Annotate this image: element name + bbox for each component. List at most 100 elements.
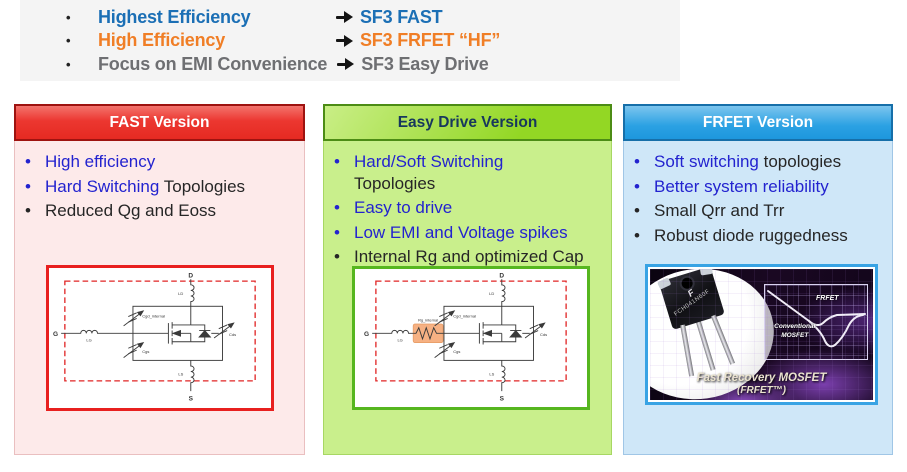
- cap-label-cds: Cds: [540, 332, 547, 337]
- inductor-label-ls: LS: [178, 371, 183, 376]
- cgd-capacitor: [434, 310, 456, 327]
- key-point-product: SF3 Easy Drive: [361, 53, 489, 74]
- terminal-label-source: S: [500, 395, 505, 402]
- image-caption: Fast Recovery MOSFET (FRFET™): [650, 372, 873, 396]
- bullet-item: • Better system reliability: [632, 176, 888, 198]
- arrow-icon: [336, 11, 353, 24]
- cap-label-cgd: Cgd_internal: [453, 313, 476, 318]
- parasitic-boundary-dashed: [375, 280, 567, 382]
- panel-fast-title: FAST Version: [14, 104, 305, 141]
- bullet-dot: •: [634, 152, 640, 171]
- bullet-dot: •: [66, 9, 71, 25]
- bullet-text: Reduced Qg and Eoss: [45, 201, 217, 220]
- bullet-dot: •: [66, 33, 71, 48]
- bullet-item: •Soft switching topologies: [632, 151, 888, 173]
- panel-frfet-version: FRFET Version •Soft switching topologies…: [623, 104, 893, 455]
- circuit-schematic-easy: D S G LD LS LG Rg_internal Cgd_internal …: [364, 272, 567, 402]
- bullet-dot: •: [634, 176, 640, 196]
- panel-fast-version: FAST Version • High efficiency • Hard Switc…: [14, 104, 305, 455]
- circuit-schematic-fast: D S G LD LS LG Cgd_internal Cgs Cds: [53, 272, 256, 402]
- bullet-item: • Reduced Qg and Eoss: [23, 200, 300, 222]
- frfet-bullet-list: •Soft switching topologies•Better system…: [624, 151, 892, 246]
- key-point-product: SF3 FRFET “HF”: [360, 30, 501, 50]
- bullet-dot: •: [634, 201, 640, 220]
- cap-label-cds: Cds: [229, 332, 236, 337]
- key-point-label: Highest Efficiency: [98, 6, 251, 27]
- bullet-text: Better system reliability: [654, 176, 829, 196]
- bullet-item: • Internal Rg and optimized Cap: [332, 246, 607, 268]
- arrow-icon: [337, 58, 355, 71]
- fast-circuit-diagram: D S G LD LS LG Cgd_internal Cgs Cds: [46, 265, 274, 411]
- mosfet-symbol: [167, 322, 212, 345]
- cap-label-cgs: Cgs: [142, 349, 149, 354]
- key-point-label: Focus on EMI Convenience: [98, 53, 328, 74]
- frfet-photo-frame: F FCH041N60F FRFET Conventional MO: [645, 264, 878, 405]
- cap-label-cgs: Cgs: [453, 349, 460, 354]
- key-point-row: • High Efficiency SF3 FRFET “HF”: [66, 30, 680, 51]
- inductor-label-lg: LG: [397, 338, 402, 343]
- bullet-dot: •: [25, 201, 31, 220]
- cgs-capacitor: [123, 341, 145, 358]
- bullet-text: Hard/Soft Switching Topologies: [354, 152, 504, 193]
- inductor-label-lg: LG: [86, 338, 91, 343]
- mosfet-symbol: [478, 322, 523, 345]
- inductor-label-ld: LD: [489, 291, 494, 296]
- terminal-label-drain: D: [499, 272, 504, 279]
- bullet-item: • High efficiency: [23, 151, 300, 173]
- bullet-dot: •: [334, 222, 340, 242]
- bullet-item: • Easy to drive: [332, 197, 607, 219]
- bullet-item: •Low EMI and Voltage spikes: [332, 222, 607, 244]
- caption-line-1: Fast Recovery MOSFET: [696, 371, 827, 384]
- key-point-row: • Highest Efficiency SF3 FAST: [66, 7, 680, 28]
- bullet-item: • Hard/Soft Switching Topologies: [332, 151, 607, 194]
- inductor-label-ls: LS: [489, 371, 494, 376]
- cds-capacitor: [522, 322, 546, 339]
- key-point-row: • Focus on EMI Convenience SF3 Easy Drive: [66, 54, 680, 75]
- frfet-curve-label: FRFET: [816, 294, 839, 302]
- conventional-curve-label: Conventional MOSFET: [774, 323, 816, 339]
- conventional-mosfet-curve: [808, 314, 864, 348]
- bullet-item: • Robust diode ruggedness: [632, 225, 888, 247]
- drain-wire-inductor: [501, 279, 506, 325]
- package-leg: [695, 319, 716, 371]
- bullet-dot: •: [334, 247, 340, 266]
- bullet-dot: •: [334, 198, 340, 217]
- key-point-product: SF3 FAST: [360, 6, 443, 27]
- bullet-dot: •: [66, 56, 71, 72]
- source-wire-inductor: [501, 360, 506, 392]
- recovery-curves: [767, 290, 866, 348]
- gate-wire-inductor: [372, 329, 414, 334]
- bullet-dot: •: [25, 152, 31, 171]
- cgd-capacitor: [123, 310, 145, 327]
- panel-easy-drive-version: Easy Drive Version • Hard/Soft Switching …: [323, 104, 612, 455]
- panel-easy-title: Easy Drive Version: [323, 104, 612, 141]
- bullet-dot: •: [25, 176, 31, 196]
- easy-bullet-list: • Hard/Soft Switching Topologies • Easy to …: [324, 151, 611, 268]
- bullet-text: Robust diode ruggedness: [654, 225, 848, 245]
- bullet-dot: •: [334, 152, 340, 171]
- bullet-text: Hard Switching Topologies: [45, 176, 246, 196]
- terminal-label-drain: D: [188, 272, 193, 279]
- easy-circuit-diagram: D S G LD LS LG Rg_internal Cgd_internal …: [352, 266, 590, 410]
- bullet-item: • Hard Switching Topologies: [23, 176, 300, 198]
- bullet-text: High efficiency: [45, 152, 156, 171]
- cds-capacitor: [211, 322, 235, 339]
- arrow-icon: [336, 34, 353, 47]
- reverse-recovery-graph: FRFET Conventional MOSFET: [764, 284, 868, 360]
- terminal-label-gate: G: [364, 331, 369, 338]
- key-points-section: • Highest Efficiency SF3 FAST • High Efficie…: [20, 0, 680, 81]
- bullet-item: • Small Qrr and Trr: [632, 200, 888, 222]
- bullet-text: Small Qrr and Trr: [654, 201, 785, 220]
- drain-wire-inductor: [190, 279, 195, 325]
- bullet-dot: •: [634, 225, 640, 245]
- source-wire-inductor: [190, 360, 195, 392]
- bullet-text: Easy to drive: [354, 198, 453, 217]
- resistor-label-rg: Rg_internal: [418, 318, 438, 323]
- package-glint: [699, 269, 713, 276]
- bullet-text: Internal Rg and optimized Cap: [354, 247, 584, 266]
- caption-line-2: (FRFET™): [737, 384, 786, 396]
- parasitic-boundary-dashed: [64, 280, 256, 382]
- key-point-label: High Efficiency: [98, 30, 226, 50]
- rg-resistor-zigzag: [413, 326, 480, 341]
